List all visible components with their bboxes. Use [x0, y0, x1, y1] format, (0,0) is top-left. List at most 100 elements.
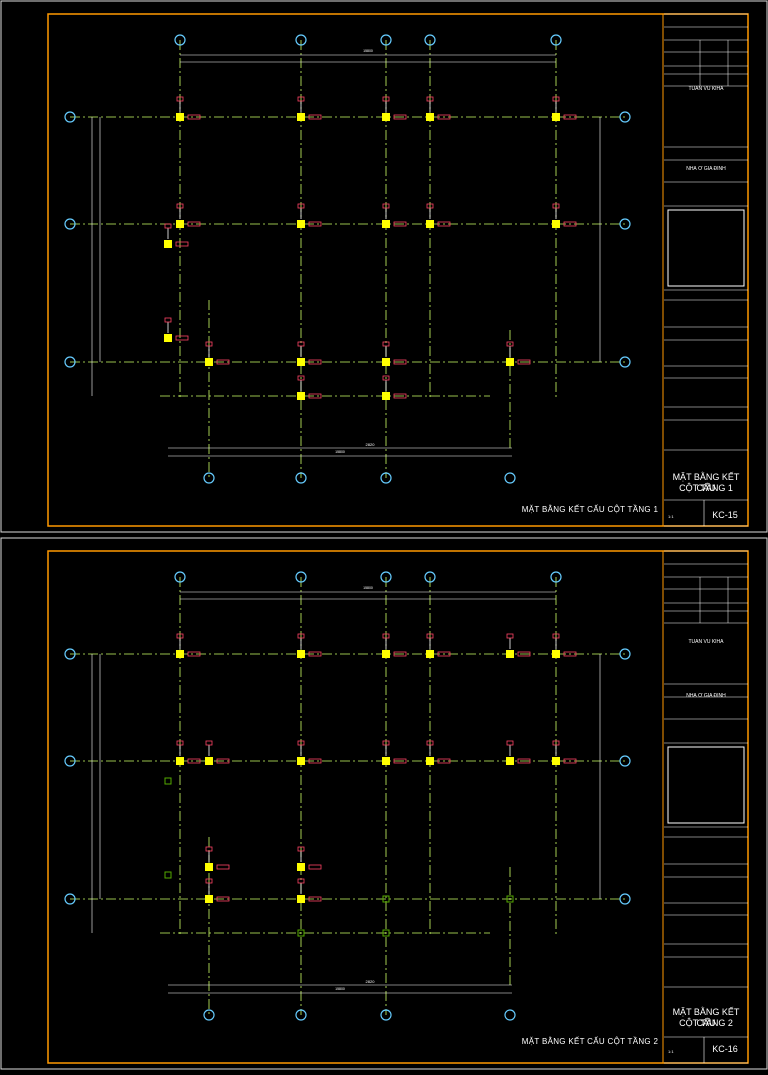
- column-tag: [308, 221, 322, 227]
- project-name: NHÀ Ở GIA ĐÌNH: [686, 166, 726, 172]
- column-tag: [426, 96, 434, 102]
- column-tag: [164, 223, 172, 229]
- axis-bubble: [619, 218, 631, 230]
- column-tag: [506, 740, 514, 746]
- column: [297, 113, 305, 121]
- column: [426, 757, 434, 765]
- drawing-frame: [47, 13, 749, 527]
- axis-bubble: [64, 356, 76, 368]
- column-tag: [437, 651, 451, 657]
- column-tag: [517, 758, 531, 764]
- project-name: NHÀ Ở GIA ĐÌNH: [686, 693, 726, 699]
- dimension-text: 2820: [366, 979, 376, 984]
- column: [176, 650, 184, 658]
- column-tag: [308, 651, 322, 657]
- column-tag: [517, 359, 531, 365]
- column-tag: [308, 114, 322, 120]
- column-tag: [563, 114, 577, 120]
- column-tag: [308, 359, 322, 365]
- plan-title: MẶT BẰNG KẾT CẤU CỘT TẦNG 1: [521, 505, 659, 514]
- axis-bubble: [203, 472, 215, 484]
- column-tag: [563, 651, 577, 657]
- column: [382, 757, 390, 765]
- axis-bubble: [504, 472, 516, 484]
- axis-bubble: [619, 893, 631, 905]
- sheet-border: [0, 0, 768, 533]
- column-tag: [506, 633, 514, 639]
- column: [382, 650, 390, 658]
- column-tag: [308, 393, 322, 399]
- column-tag: [297, 96, 305, 102]
- column-tag: [297, 341, 305, 347]
- column-tag: [382, 375, 390, 381]
- column-tag: [297, 633, 305, 639]
- axis-bubble: [550, 571, 562, 583]
- axis-bubble: [380, 1009, 392, 1021]
- column-tag: [308, 896, 322, 902]
- column-tag: [205, 846, 213, 852]
- dimension-text: 15800: [335, 450, 345, 454]
- column-tag: [175, 335, 189, 341]
- sheet-border: [0, 537, 768, 1070]
- column-tag: [563, 221, 577, 227]
- column-tag: [187, 221, 201, 227]
- axis-bubble: [295, 1009, 307, 1021]
- column-tag: [216, 758, 230, 764]
- column: [176, 220, 184, 228]
- column-tag: [426, 633, 434, 639]
- block-title-line1: MẶT BẰNG KẾT CẤU: [672, 1007, 740, 1028]
- column: [176, 113, 184, 121]
- axis-bubble: [619, 356, 631, 368]
- designer-name: TUẤN VŨ KIHA: [688, 639, 724, 645]
- dimension-text: 15800: [363, 586, 373, 590]
- column-tag: [175, 241, 189, 247]
- title-block: [662, 550, 749, 1064]
- column-tag: [176, 203, 184, 209]
- column-tag: [382, 633, 390, 639]
- column-tag: [517, 651, 531, 657]
- column-tag: [187, 114, 201, 120]
- column-tag: [176, 96, 184, 102]
- column-ghost: [164, 871, 172, 879]
- axis-bubble: [619, 648, 631, 660]
- axis-bubble: [380, 571, 392, 583]
- column: [205, 895, 213, 903]
- dimension-text: 15800: [363, 49, 373, 53]
- axis-bubble: [380, 472, 392, 484]
- column-tag: [176, 740, 184, 746]
- column-tag: [437, 758, 451, 764]
- column-tag: [552, 740, 560, 746]
- column-ghost: [164, 777, 172, 785]
- column: [205, 358, 213, 366]
- column-tag: [382, 96, 390, 102]
- axis-bubble: [64, 648, 76, 660]
- scale-label: 1:1: [668, 514, 674, 519]
- axis-bubble: [295, 34, 307, 46]
- column-tag: [205, 740, 213, 746]
- logo-box: [667, 746, 745, 824]
- axis-bubble: [174, 34, 186, 46]
- column-tag: [426, 740, 434, 746]
- dimension-text: 2820: [366, 442, 376, 447]
- axis-bubble: [203, 1009, 215, 1021]
- column-tag: [506, 341, 514, 347]
- column-tag: [393, 114, 407, 120]
- column-tag: [382, 341, 390, 347]
- axis-bubble: [295, 472, 307, 484]
- column-tag: [297, 203, 305, 209]
- column-tag: [426, 203, 434, 209]
- axis-bubble: [64, 218, 76, 230]
- axis-bubble: [504, 1009, 516, 1021]
- scale-label: 1:1: [668, 1049, 674, 1054]
- column-tag: [297, 878, 305, 884]
- column-tag: [552, 203, 560, 209]
- column: [297, 358, 305, 366]
- column: [426, 650, 434, 658]
- column-tag: [216, 864, 230, 870]
- column-tag: [187, 758, 201, 764]
- column-tag: [297, 375, 305, 381]
- column-tag: [216, 896, 230, 902]
